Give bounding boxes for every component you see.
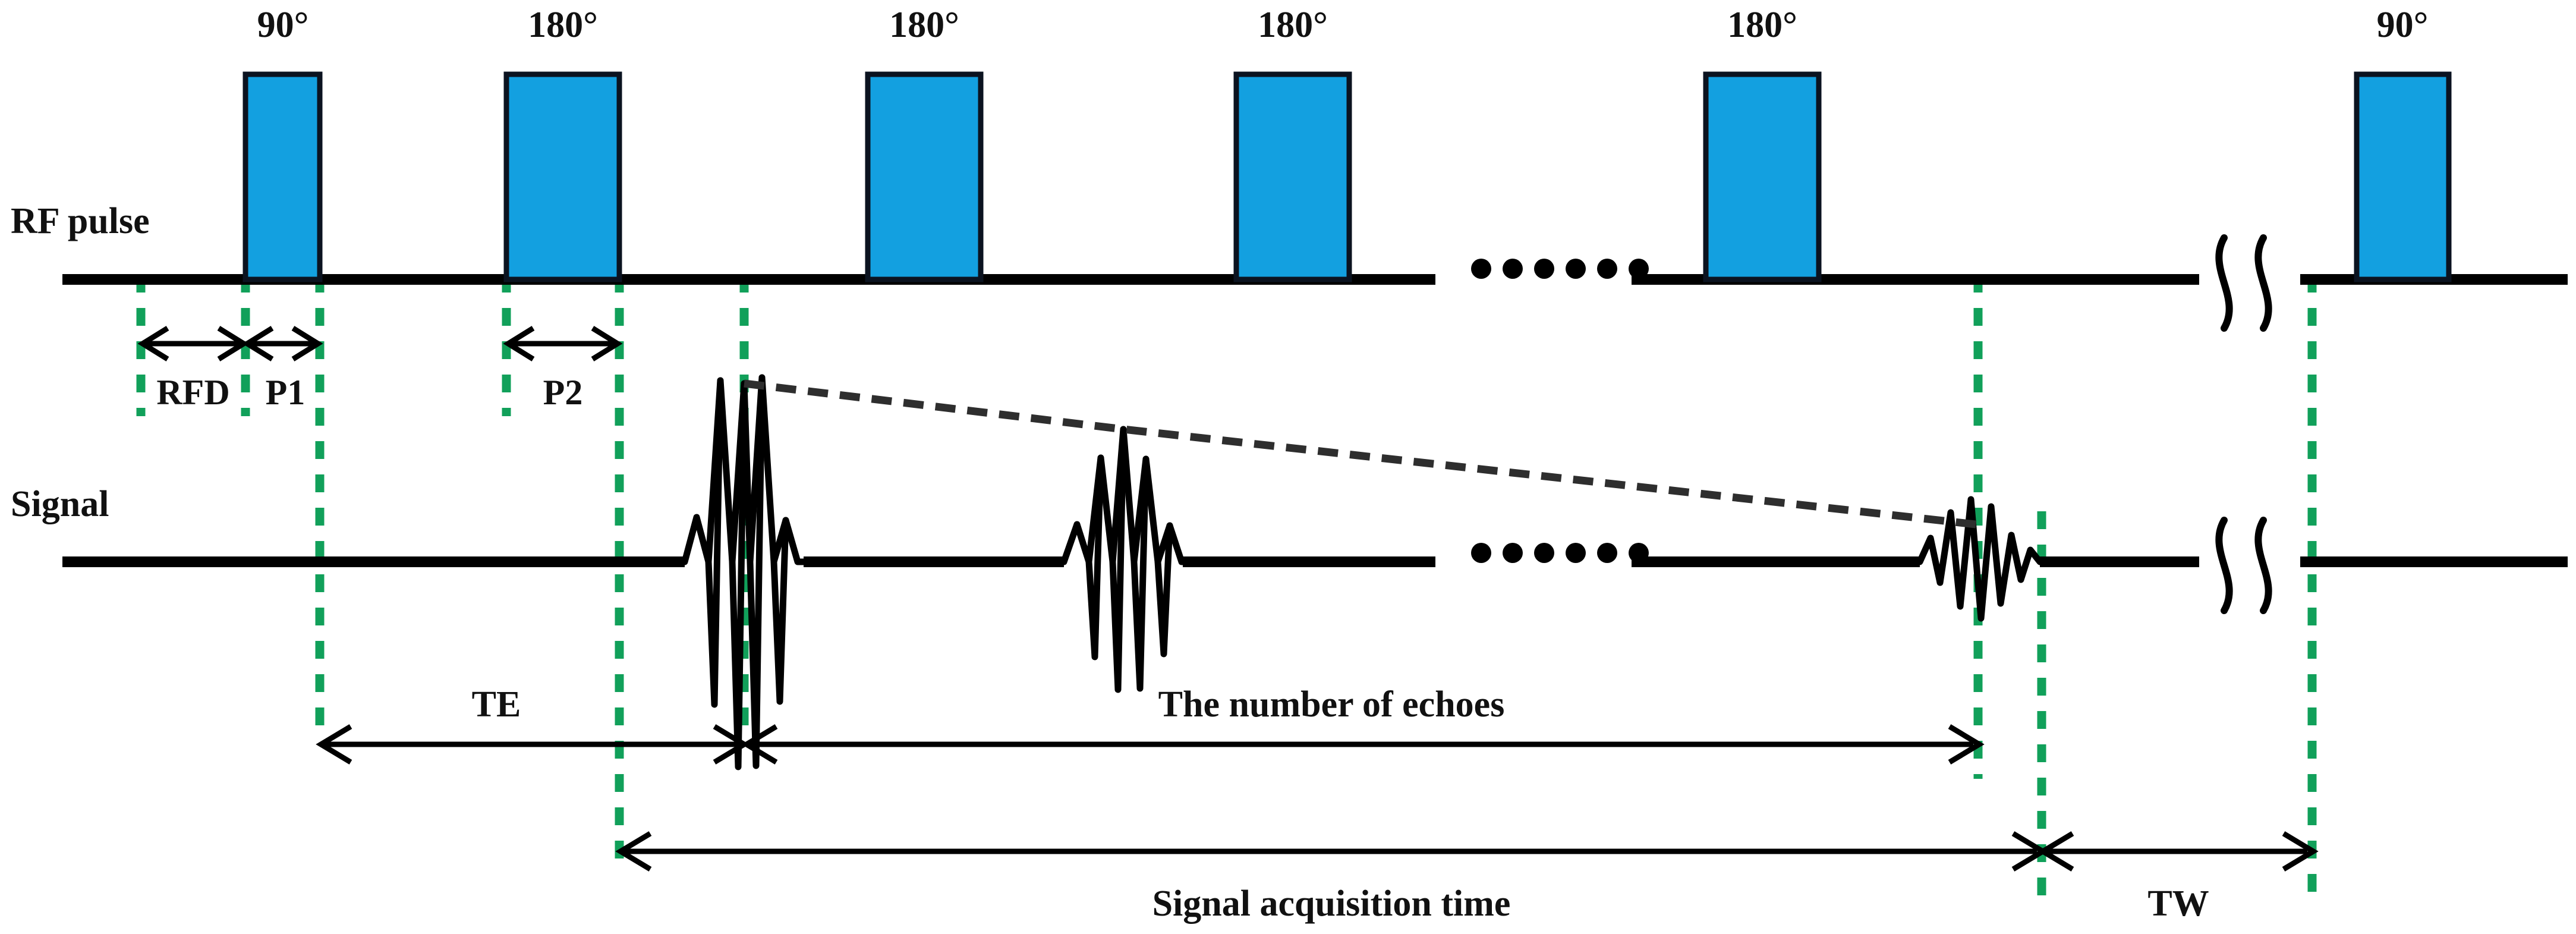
interval-te: TE — [316, 684, 750, 765]
interval-label-p2: P2 — [543, 373, 583, 412]
rf-axis-break-icon — [2215, 234, 2272, 332]
rf-pulse-3[interactable] — [865, 71, 984, 282]
interval-label-rfd: RFD — [156, 373, 229, 412]
interval-number-of-echoes: The number of echoes — [741, 684, 1985, 765]
rf-pulse-1[interactable] — [243, 71, 323, 282]
interval-p1: P1 — [242, 326, 323, 412]
signal-ellipsis-icon — [1471, 543, 1649, 563]
row-label-rf-pulse: RF pulse — [11, 201, 150, 241]
interval-rfd: RFD — [137, 326, 249, 412]
interval-label-signal-acquisition-time: Signal acquisition time — [1152, 883, 1511, 924]
rf-pulse-5[interactable] — [1703, 71, 1822, 282]
rf-pulse-6[interactable] — [2354, 71, 2452, 282]
signal-echo-1-lower — [705, 374, 789, 771]
rf-pulse-group — [243, 71, 2452, 282]
signal-echo-2-lower — [1085, 426, 1173, 693]
rf-pulse-label-3: 180° — [889, 5, 959, 45]
signal-axis-break-icon — [2215, 517, 2272, 614]
row-label-signal: Signal — [11, 484, 109, 524]
interval-tw: TW — [2038, 831, 2319, 924]
rf-pulse-label-4: 180° — [1258, 5, 1328, 45]
rf-pulse-label-5: 180° — [1727, 5, 1797, 45]
interval-label-number-of-echoes: The number of echoes — [1158, 684, 1505, 725]
interval-label-tw: TW — [2147, 883, 2209, 924]
rf-pulse-label-6: 90° — [2377, 5, 2429, 45]
rf-pulse-4[interactable] — [1233, 71, 1352, 282]
interval-label-te: TE — [472, 684, 521, 725]
rf-pulse-label-2: 180° — [528, 5, 598, 45]
rf-pulse-2[interactable] — [503, 71, 622, 282]
signal-echo-3 — [1916, 496, 2043, 622]
interval-signal-acquisition-time: Signal acquisition time — [615, 831, 2048, 924]
t2-decay-envelope — [744, 379, 1982, 529]
interval-label-p1: P1 — [266, 373, 306, 412]
interval-p2: P2 — [503, 326, 623, 412]
rf-ellipsis-icon — [1471, 259, 1649, 279]
rf-pulse-label-1: 90° — [257, 5, 309, 45]
